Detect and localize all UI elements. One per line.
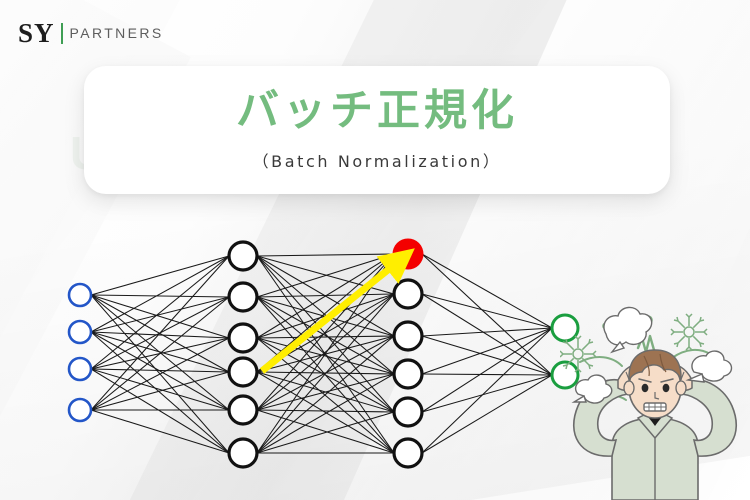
page-title: バッチ正規化: [236, 86, 518, 137]
network-edge: [256, 411, 395, 454]
network-edge: [256, 255, 395, 413]
network-node: [67, 282, 93, 308]
network-edge: [256, 409, 395, 413]
network-edge: [90, 255, 230, 370]
network-node: [227, 356, 259, 388]
highlight-arrow: [259, 248, 415, 374]
network-edge: [90, 296, 230, 333]
network-edge: [256, 409, 395, 454]
network-edge: [421, 327, 553, 337]
network-node: [67, 397, 93, 423]
network-edge: [421, 327, 553, 454]
network-edge: [421, 293, 553, 376]
network-edge: [421, 327, 553, 413]
brand-name: PARTNERS: [69, 25, 164, 41]
flower-burst-left: [560, 335, 597, 373]
network-edge: [256, 337, 395, 413]
network-edge: [90, 294, 230, 298]
network-edge: [256, 335, 395, 454]
network-edge: [421, 373, 553, 376]
network-node: [67, 356, 93, 382]
network-node: [550, 313, 580, 343]
network-node: [67, 319, 93, 345]
network-node: [227, 240, 259, 272]
network-edge: [421, 374, 553, 413]
page-subtitle: （Batch Normalization）: [252, 151, 502, 171]
network-edge: [90, 255, 230, 411]
network-node: [392, 437, 424, 469]
network-node: [227, 281, 259, 313]
network-edge: [256, 253, 395, 257]
network-edge: [421, 374, 553, 454]
network-edge: [421, 253, 553, 329]
network-node: [227, 437, 259, 469]
network-edge: [90, 294, 230, 339]
network-edge: [256, 255, 395, 375]
person-body: [611, 408, 699, 500]
network-edge: [90, 255, 230, 333]
network-edge: [90, 296, 230, 411]
network-edge: [256, 296, 395, 375]
steam-puffs: [571, 306, 733, 404]
network-edge: [90, 409, 230, 454]
network-node: [227, 322, 259, 354]
network-node: [392, 396, 424, 428]
network-node: [227, 394, 259, 426]
network-edge: [256, 337, 395, 375]
brand-mark: SY: [18, 17, 55, 48]
network-edge: [421, 327, 553, 375]
network-edge: [256, 293, 395, 454]
flower-burst-right: [670, 313, 708, 351]
network-edge: [90, 331, 230, 454]
network-edge: [90, 368, 230, 373]
network-edge: [256, 373, 395, 454]
network-edge: [256, 335, 395, 339]
network-edge: [256, 293, 395, 411]
network-edge: [256, 373, 395, 411]
network-node: [392, 320, 424, 352]
network-edge: [90, 368, 230, 454]
network-edge: [90, 331, 230, 339]
frustrated-person-illustration: [560, 306, 737, 500]
network-edge: [90, 371, 230, 411]
network-edge: [90, 337, 230, 411]
network-edge: [421, 293, 553, 329]
network-nodes: [67, 238, 580, 469]
network-edge: [90, 255, 230, 296]
network-edges: [90, 253, 553, 454]
network-node: [392, 278, 424, 310]
brand-divider: [60, 22, 63, 44]
person-head: [623, 349, 687, 419]
network-edge: [421, 335, 553, 376]
network-edge: [256, 253, 395, 298]
highlight-arrow-line: [259, 248, 415, 374]
network-edge: [90, 368, 230, 411]
network-edge: [421, 253, 553, 376]
network-node: [392, 358, 424, 390]
network-edge: [256, 371, 395, 454]
title-card: バッチ正規化 （Batch Normalization）: [84, 66, 670, 194]
network-node: [550, 360, 580, 390]
network-edge: [90, 331, 230, 373]
network-edge: [256, 253, 395, 339]
brand-logo: SY PARTNERS: [18, 18, 164, 48]
